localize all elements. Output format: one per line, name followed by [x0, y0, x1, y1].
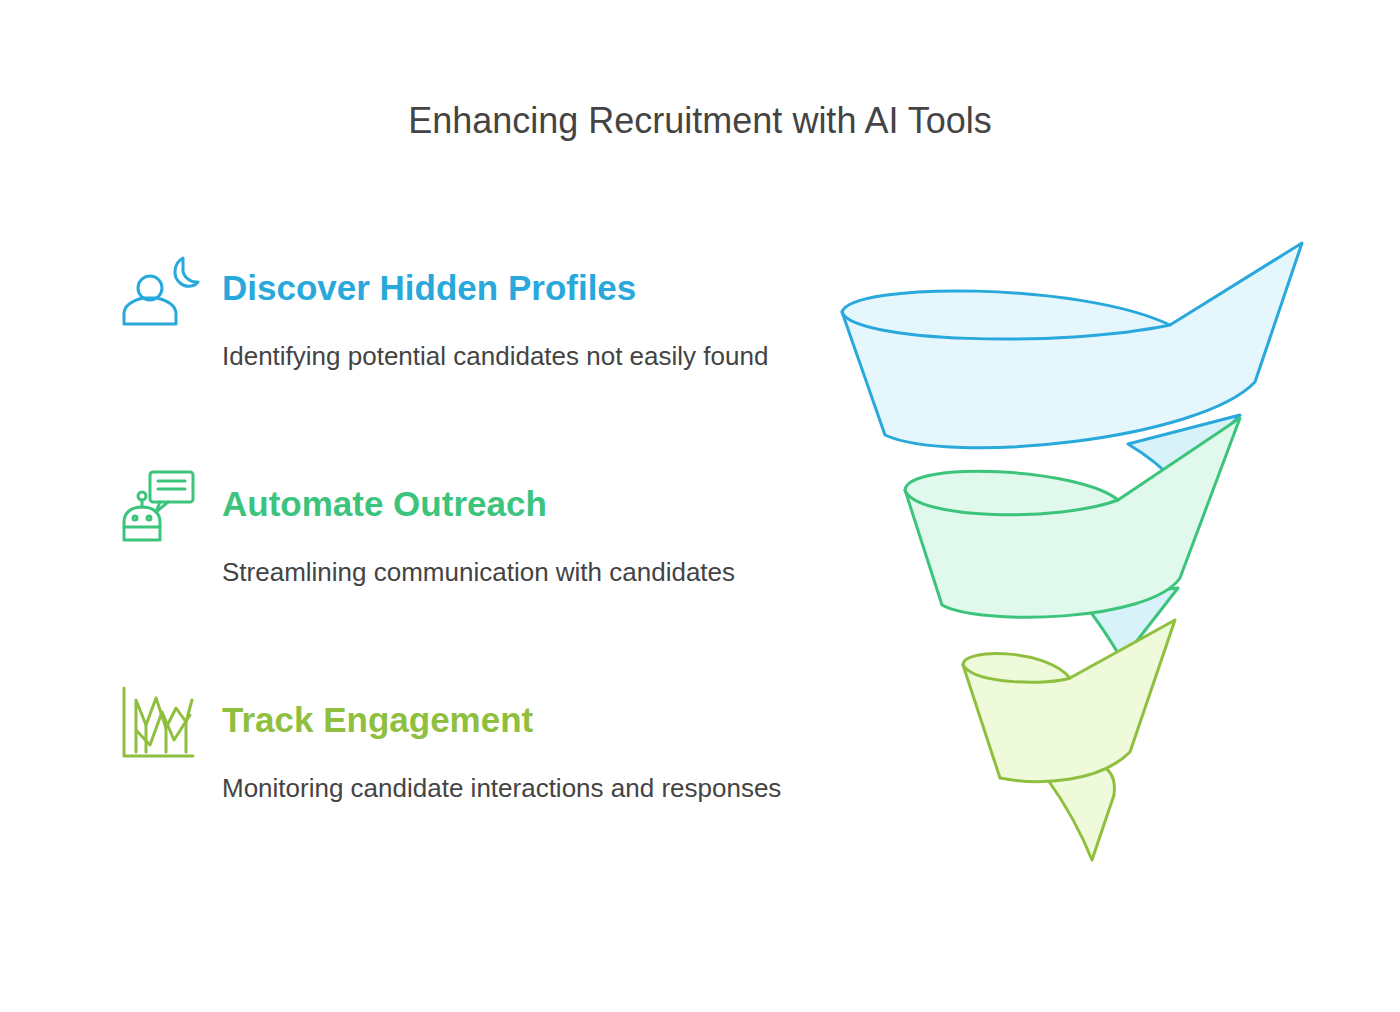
- funnel-bands: [842, 243, 1302, 860]
- item-heading: Discover Hidden Profiles: [222, 268, 636, 308]
- item-description: Monitoring candidate interactions and re…: [222, 770, 792, 806]
- chart-icon: [124, 688, 193, 756]
- item-heading: Automate Outreach: [222, 484, 547, 524]
- diagram-title: Enhancing Recruitment with AI Tools: [0, 100, 1400, 142]
- item-description: Streamlining communication with candidat…: [222, 554, 792, 590]
- robot-chat-icon: [124, 472, 193, 540]
- item-heading: Track Engagement: [222, 700, 533, 740]
- profile-icon: [124, 258, 198, 324]
- item-description: Identifying potential candidates not eas…: [222, 338, 792, 374]
